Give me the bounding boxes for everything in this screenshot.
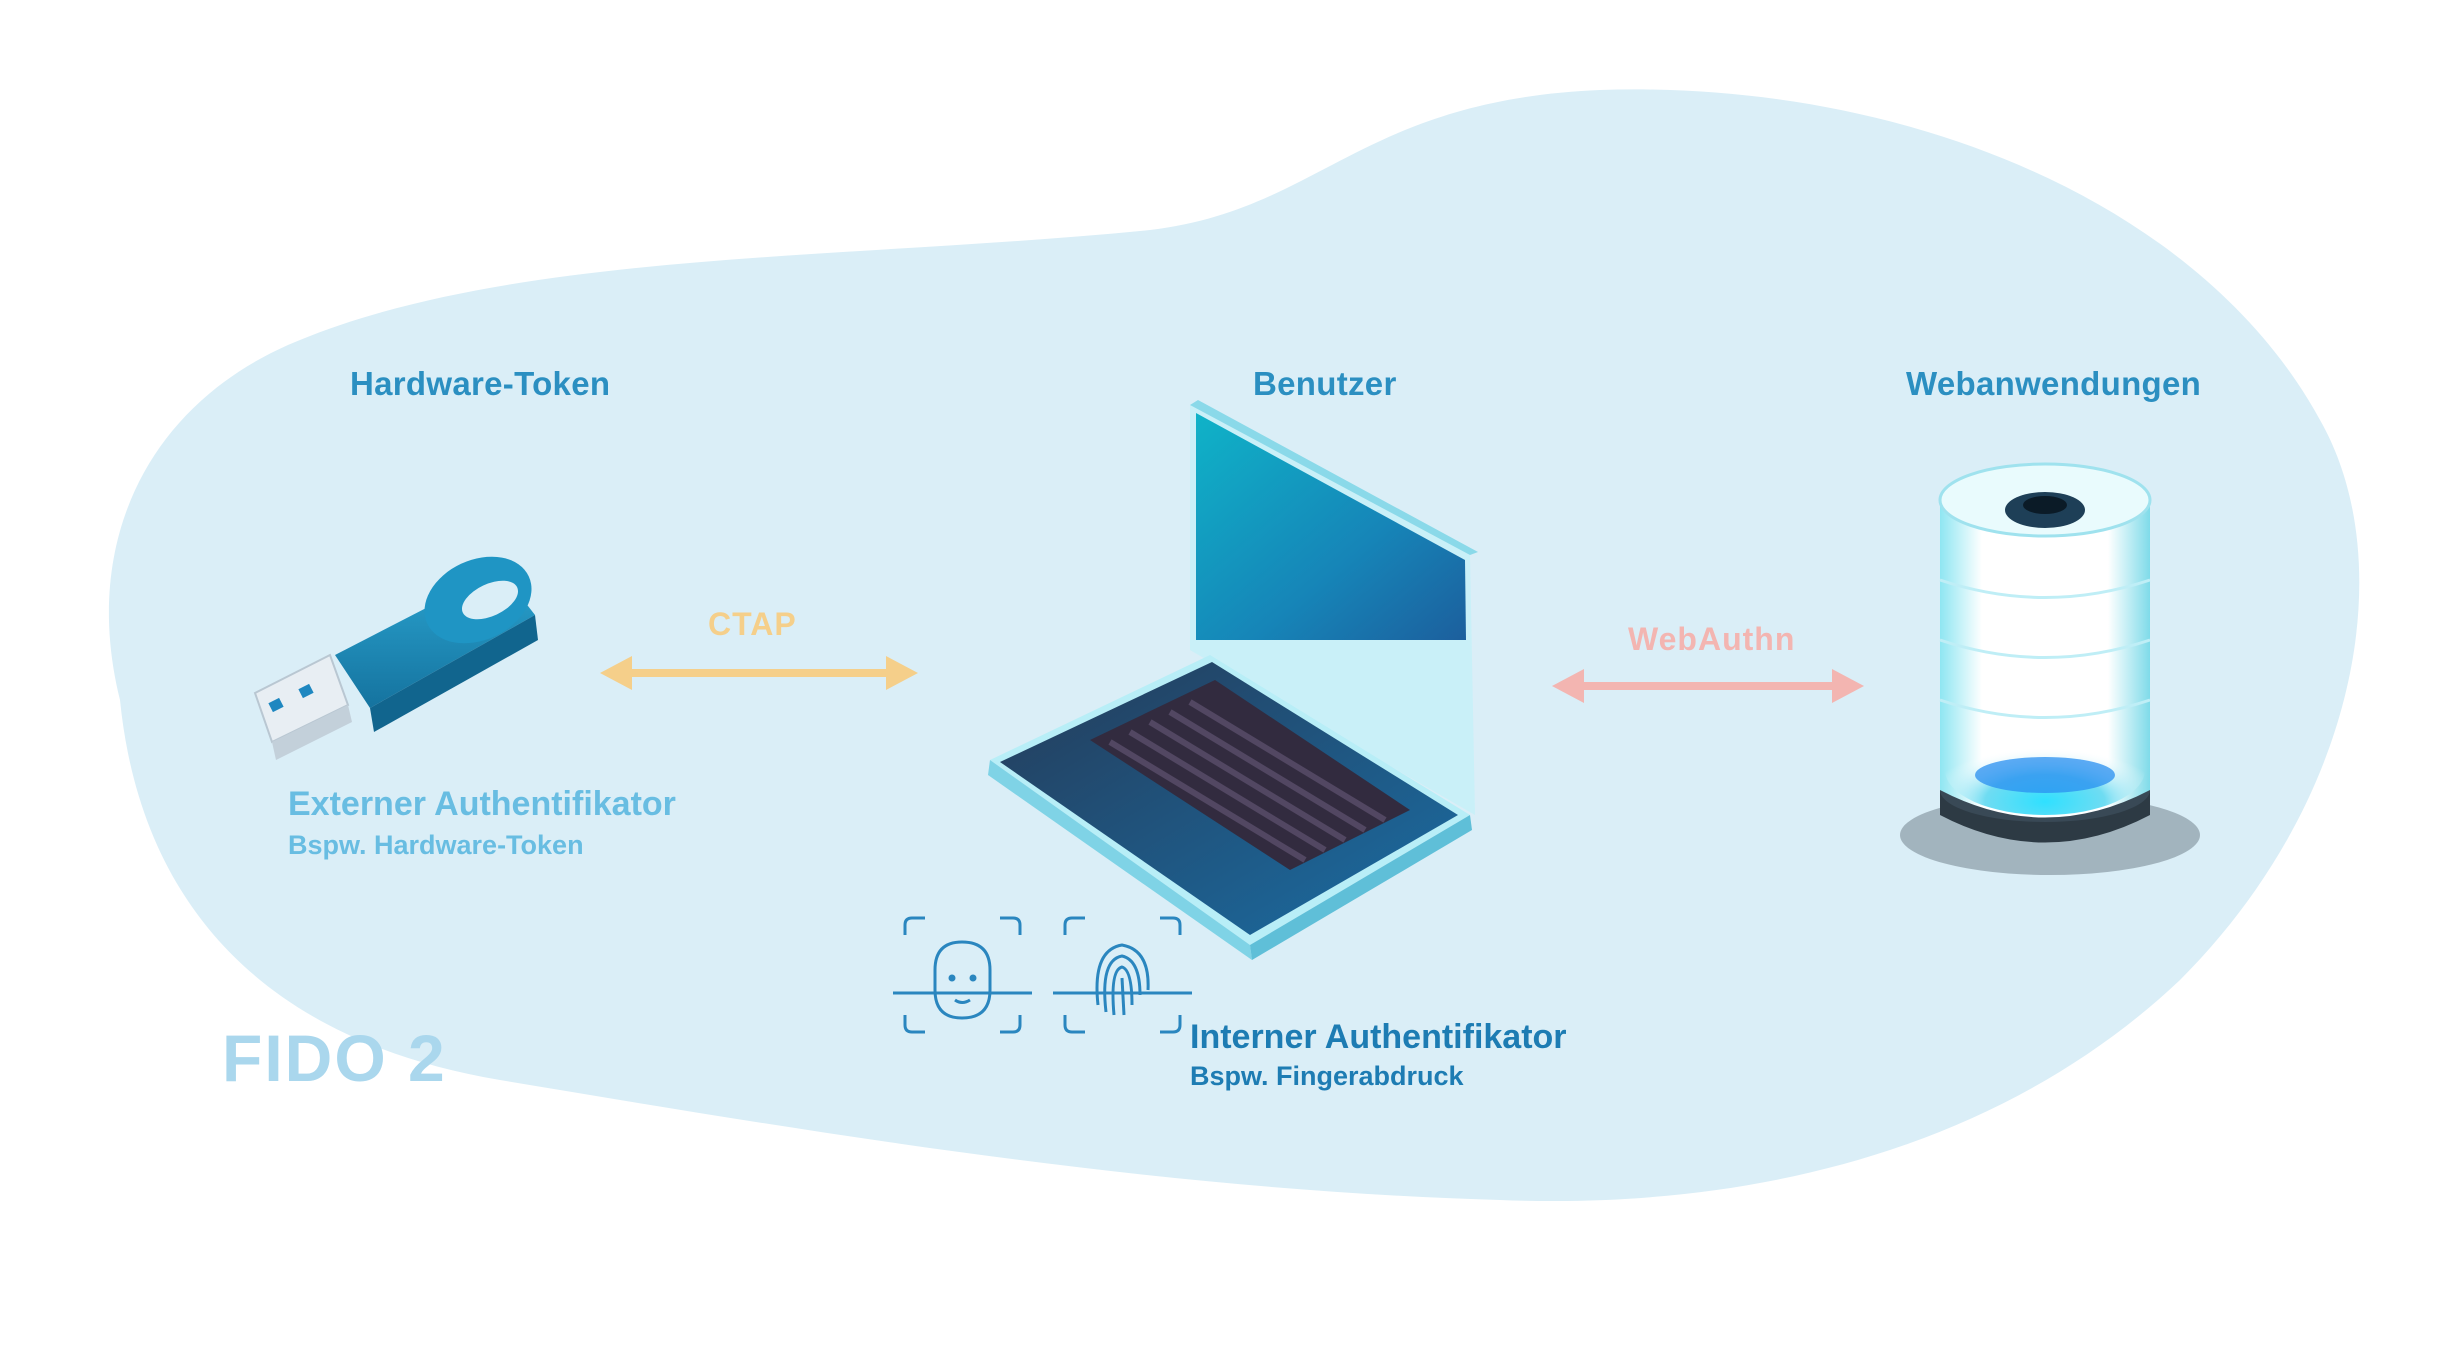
external-authenticator-title: Externer Authentifikator (288, 785, 676, 823)
heading-web-apps: Webanwendungen (1906, 365, 2202, 402)
fido2-title: FIDO 2 (222, 1021, 447, 1095)
heading-hardware-token: Hardware-Token (350, 365, 611, 402)
ctap-arrow (600, 656, 918, 690)
ctap-label: CTAP (708, 606, 797, 642)
fingerprint-scan-icon (1053, 916, 1192, 1034)
internal-authenticator-subtitle: Bspw. Fingerabdruck (1190, 1061, 1464, 1091)
keyboard-keys (1108, 699, 1387, 863)
internal-authenticator-title: Interner Authentifikator (1190, 1018, 1567, 1056)
heading-user: Benutzer (1253, 365, 1397, 402)
external-authenticator-subtitle: Bspw. Hardware-Token (288, 830, 584, 860)
usb-token-icon (253, 556, 538, 760)
webauthn-label: WebAuthn (1628, 621, 1796, 657)
laptop-icon (988, 400, 1478, 960)
webauthn-arrow (1552, 669, 1864, 703)
face-scan-icon (893, 916, 1032, 1034)
server-cylinder-icon (1900, 462, 2200, 875)
